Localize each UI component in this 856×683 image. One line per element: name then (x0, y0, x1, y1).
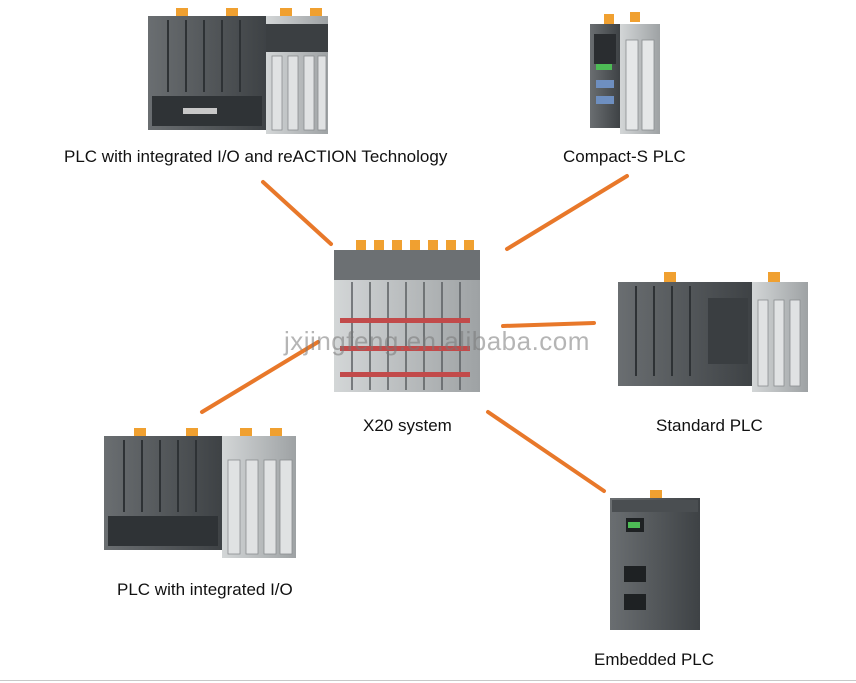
x20-system-image (334, 240, 480, 392)
connector-lines (200, 174, 629, 493)
node-label-plc-io-reaction: PLC with integrated I/O and reACTION Tec… (64, 147, 448, 166)
connector-embedded (486, 410, 606, 493)
center-label-x20: X20 system (363, 416, 452, 435)
compact-s-image (590, 12, 660, 134)
connector-plc-io-reaction (261, 180, 333, 246)
node-label-plc-io: PLC with integrated I/O (117, 580, 293, 599)
connector-plc-io (200, 340, 320, 414)
node-label-embedded: Embedded PLC (594, 650, 715, 669)
embedded-plc-image (610, 490, 700, 630)
connector-standard (501, 321, 596, 328)
node-label-compact-s: Compact-S PLC (563, 147, 686, 166)
connector-compact-s (505, 174, 629, 251)
node-label-standard: Standard PLC (656, 416, 763, 435)
bottom-rule (0, 680, 856, 681)
plc-io-image (104, 428, 296, 558)
standard-plc-image (618, 272, 808, 392)
plc-io-reaction-image (148, 8, 328, 134)
watermark: jxjingfeng.en.alibaba.com (284, 326, 590, 356)
